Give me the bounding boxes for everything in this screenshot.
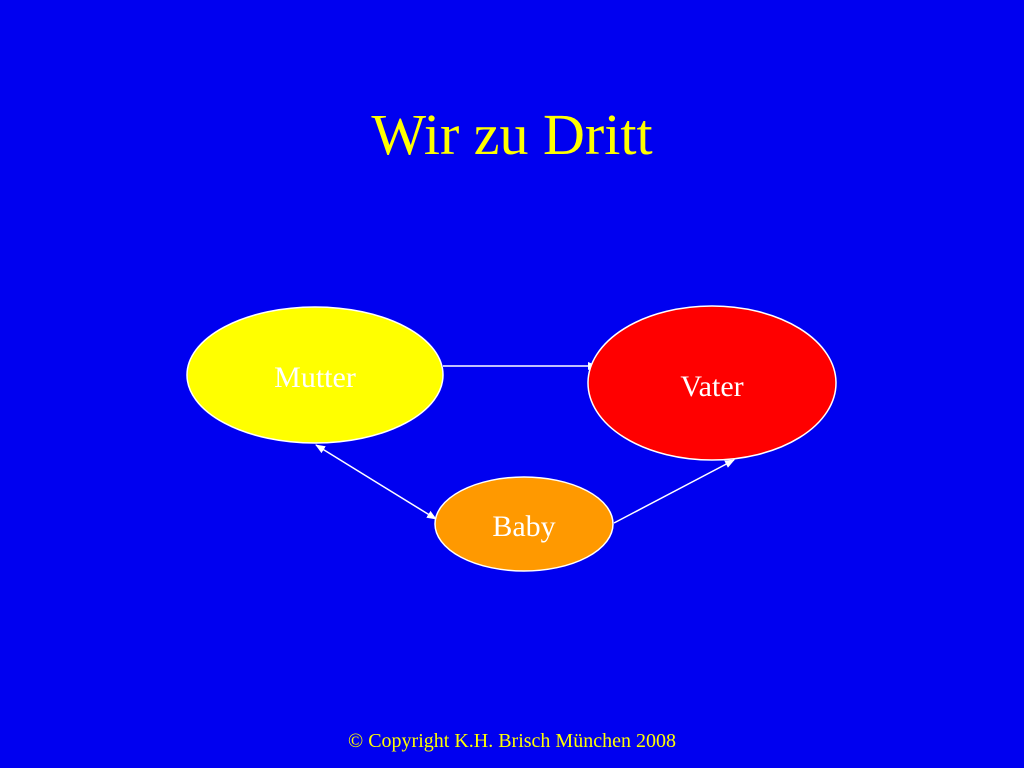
node-baby-label: Baby [492, 510, 555, 543]
node-mutter: Mutter [186, 306, 444, 444]
node-baby: Baby [434, 476, 614, 572]
node-vater-label: Vater [680, 370, 743, 403]
node-baby-ellipse [434, 476, 614, 572]
slide-title: Wir zu Dritt [371, 102, 653, 167]
node-mutter-ellipse [186, 306, 444, 444]
edge-baby-to-vater [613, 459, 735, 524]
node-vater-ellipse [587, 305, 837, 461]
edge-mutter-baby-bidirectional [315, 444, 437, 520]
node-mutter-label: Mutter [274, 361, 356, 394]
node-vater: Vater [587, 305, 837, 461]
copyright-footer: © Copyright K.H. Brisch München 2008 [348, 730, 676, 752]
